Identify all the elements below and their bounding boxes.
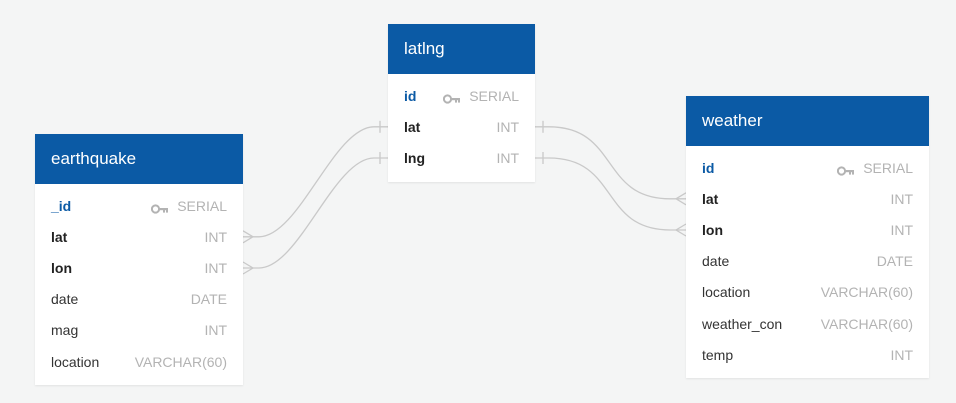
primary-key-icon: [837, 163, 855, 176]
column-name: lat: [702, 190, 719, 207]
column-name: mag: [51, 322, 79, 339]
column-type-label: SERIAL: [863, 159, 913, 176]
column-type: INT: [204, 229, 227, 245]
column-type: INT: [204, 322, 227, 338]
column-row-date[interactable]: date DATE: [686, 246, 929, 277]
column-type-label: INT: [890, 221, 913, 238]
column-type-label: VARCHAR(60): [820, 284, 913, 301]
column-type: VARCHAR(60): [821, 316, 913, 332]
column-name: _id: [51, 197, 72, 214]
column-type: SERIAL: [837, 160, 913, 176]
column-row-id[interactable]: _id SERIAL: [35, 190, 243, 221]
column-row-id[interactable]: id SERIAL: [686, 152, 929, 183]
column-type-label: INT: [890, 346, 913, 363]
column-type-label: INT: [496, 118, 519, 135]
column-name: location: [702, 284, 751, 301]
column-type: INT: [204, 260, 227, 276]
column-name: location: [51, 353, 100, 370]
column-type-label: SERIAL: [469, 87, 519, 104]
column-name: id: [404, 87, 417, 104]
column-row-lat[interactable]: lat INT: [388, 111, 535, 142]
column-name: temp: [702, 346, 734, 363]
crows-foot-marker: [674, 192, 687, 206]
column-name: date: [702, 253, 730, 270]
column-type-label: INT: [204, 322, 227, 339]
column-row-lat[interactable]: lat INT: [686, 183, 929, 214]
relationship-line: [243, 157, 388, 269]
table-title[interactable]: earthquake: [35, 134, 243, 184]
column-type-label: INT: [204, 259, 227, 276]
column-type-label: INT: [496, 149, 519, 166]
column-row-location[interactable]: location VARCHAR(60): [686, 277, 929, 308]
column-type-label: VARCHAR(60): [820, 315, 913, 332]
relationship-line: [535, 157, 686, 231]
column-type: DATE: [877, 253, 913, 269]
primary-key-icon: [443, 91, 461, 104]
column-row-date[interactable]: date DATE: [35, 284, 243, 315]
column-row-temp[interactable]: temp INT: [686, 339, 929, 370]
column-type: VARCHAR(60): [135, 354, 227, 370]
column-name: lng: [404, 149, 425, 166]
column-name: date: [51, 291, 79, 308]
column-type: INT: [890, 222, 913, 238]
column-type: INT: [890, 191, 913, 207]
column-type: SERIAL: [443, 88, 519, 104]
column-name: lat: [51, 228, 68, 245]
column-row-lon[interactable]: lon INT: [686, 214, 929, 245]
column-row-mag[interactable]: mag INT: [35, 315, 243, 346]
column-type: VARCHAR(60): [821, 284, 913, 300]
column-row-lat[interactable]: lat INT: [35, 221, 243, 252]
column-name: lon: [51, 259, 72, 276]
column-type-label: DATE: [190, 291, 227, 308]
crows-foot-marker: [242, 230, 255, 244]
column-name: lat: [404, 118, 421, 135]
relationship-line: [243, 126, 388, 238]
table-title[interactable]: latlng: [388, 24, 535, 74]
column-type-label: VARCHAR(60): [134, 353, 227, 370]
crows-foot-marker: [242, 261, 255, 275]
column-type: DATE: [191, 291, 227, 307]
column-type-label: DATE: [876, 253, 913, 270]
table-title[interactable]: weather: [686, 96, 929, 146]
column-type: INT: [890, 347, 913, 363]
column-row-lng[interactable]: lng INT: [388, 142, 535, 173]
column-type-label: INT: [204, 228, 227, 245]
column-row-location[interactable]: location VARCHAR(60): [35, 346, 243, 377]
column-name: id: [702, 159, 715, 176]
column-row-id[interactable]: id SERIAL: [388, 80, 535, 111]
column-type-label: INT: [890, 190, 913, 207]
column-type-label: SERIAL: [177, 197, 227, 214]
crows-foot-marker: [674, 223, 687, 237]
column-name: weather_con: [702, 315, 783, 332]
column-type: INT: [496, 150, 519, 166]
column-row-weathercon[interactable]: weather_con VARCHAR(60): [686, 308, 929, 339]
column-type: SERIAL: [151, 198, 227, 214]
column-row-lon[interactable]: lon INT: [35, 252, 243, 283]
relationship-line: [535, 126, 686, 200]
column-name: lon: [702, 221, 723, 238]
primary-key-icon: [151, 201, 169, 214]
column-type: INT: [496, 119, 519, 135]
